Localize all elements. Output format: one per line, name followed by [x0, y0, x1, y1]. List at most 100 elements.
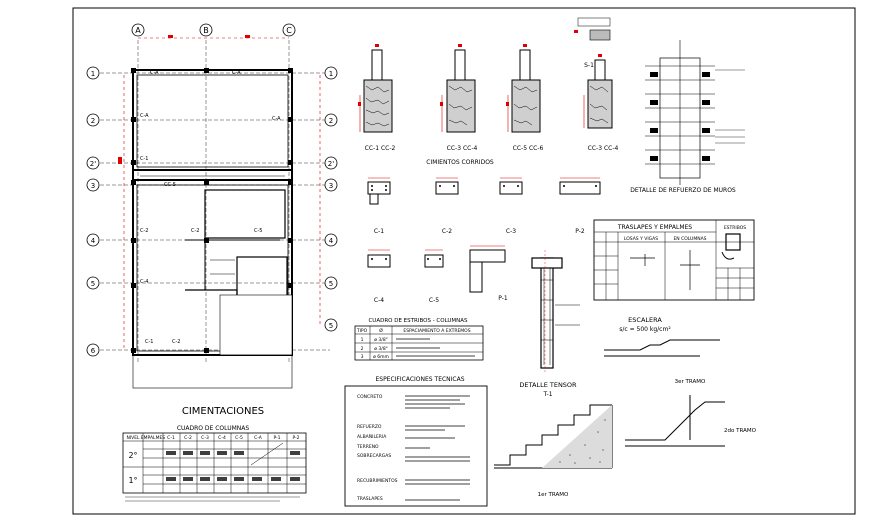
- stirrups-sub: ESTRIBOS: [724, 225, 746, 231]
- specs-title: ESPECIFICACIONES TECNICAS: [375, 376, 464, 383]
- stair-title: ESCALERA: [628, 316, 662, 324]
- col-header: C-4: [218, 435, 226, 441]
- plan-label: C-4: [140, 279, 148, 285]
- tensor-detail: DETALLE TENSOR T-1: [519, 250, 580, 398]
- tensor-sub: T-1: [542, 391, 552, 398]
- footing-label: CC-5 CC-6: [513, 145, 544, 152]
- right-axis-label-5b: 5: [329, 322, 333, 330]
- spec-item: REFUERZO: [357, 424, 382, 430]
- col-header: EMPALMES: [141, 435, 165, 441]
- col-header: C-A: [254, 435, 263, 441]
- right-axis-label-2: 2: [329, 117, 333, 125]
- strip-foundations: CIMIENTOS CORRIDOS C-1 C-2 C: [367, 159, 601, 304]
- laps-sub-slabs: LOSAS Y VIGAS: [624, 236, 658, 242]
- col-header: C-5: [235, 435, 243, 441]
- strip-label: C-2: [442, 228, 452, 235]
- section-label: S-1: [584, 62, 594, 69]
- level-2: 2°: [128, 451, 137, 460]
- stair-tramo1: 1er TRAMO: [538, 492, 569, 498]
- plan-label: C-A: [232, 70, 241, 76]
- plan-member-labels: C-A C-A C-A C-A C-1 CC-5 C-2 C-2 C-5 C-1…: [140, 70, 281, 345]
- spec-item: TRASLAPES: [356, 496, 383, 502]
- strip-label: C-4: [374, 297, 384, 304]
- axis-label-1: 1: [91, 70, 95, 78]
- strip-label: P-2: [575, 228, 585, 235]
- walls-detail-title: DETALLE DE REFUERZO DE MUROS: [630, 187, 736, 194]
- col-header: C-1: [167, 435, 175, 441]
- col-header: P-1: [273, 435, 280, 441]
- laps-sub-columns: EN COLUMNAS: [673, 236, 706, 242]
- plan-label: C-2: [191, 228, 199, 234]
- strip-foundations-title: CIMIENTOS CORRIDOS: [426, 159, 494, 166]
- plan-label: C-1: [145, 339, 153, 345]
- stair-tramo2: 2do TRAMO: [724, 428, 757, 434]
- stirrups-table-title: CUADRO DE ESTRIBOS - COLUMNAS: [368, 318, 468, 324]
- plan-label: C-A: [272, 116, 281, 122]
- stirrups-header: TIPO: [356, 328, 368, 334]
- sheet-border: [72, 7, 856, 515]
- spec-item: RECUBRIMIENTOS: [357, 478, 398, 484]
- axis-label-6: 6: [91, 347, 96, 355]
- axis-label-a: A: [135, 26, 141, 35]
- footing-label: CC-1 CC-2: [365, 145, 396, 152]
- plan-label: C-A: [140, 113, 149, 119]
- col-header: C-3: [201, 435, 209, 441]
- axis-label-3: 3: [91, 182, 95, 190]
- spec-item: TERRENO: [356, 444, 379, 450]
- plan-label: C-A: [150, 70, 159, 76]
- footing-label: CC-3 CC-4: [588, 145, 619, 152]
- stair-details: ESCALERA s/c = 500 kg/cm² 3er TRAMO 1er …: [494, 316, 757, 498]
- axis-bubbles-top: A B C: [131, 23, 296, 37]
- stirrups-cell: ø 3/8": [374, 337, 388, 343]
- stirrups-table: CUADRO DE ESTRIBOS - COLUMNAS TIPO Ø ESP…: [354, 318, 484, 361]
- columns-schedule: CUADRO DE COLUMNAS NIVEL EMPALMES C-1 C-…: [122, 425, 307, 502]
- col-header: C-2: [184, 435, 192, 441]
- axis-bubbles-right: 1 2 2' 3 4 5 5: [324, 66, 338, 332]
- axis-label-b: B: [203, 26, 209, 35]
- axis-label-2: 2: [91, 117, 95, 125]
- laps-title: TRASLAPES Y EMPALMES: [617, 224, 692, 231]
- plan-label: C-1: [140, 156, 148, 162]
- axis-label-c: C: [286, 26, 292, 35]
- stirrups-header: ESPACIAMIENTO A EXTREMOS: [403, 328, 470, 334]
- foundation-plan: [100, 35, 330, 389]
- footing-label: CC-3 CC-4: [447, 145, 478, 152]
- stirrups-header: Ø: [379, 327, 383, 334]
- axis-label-5: 5: [91, 280, 95, 288]
- stirrups-cell: 2: [361, 346, 364, 352]
- plan-label: C-2: [140, 228, 148, 234]
- footing-sections: CC-1 CC-2 CC-3 CC-4 CC-5 CC-6 CC-3 CC-4 …: [358, 17, 619, 152]
- strip-label: C-1: [374, 228, 384, 235]
- spec-item: SOBRECARGAS: [357, 453, 391, 459]
- axis-bubbles-left: 1 2 2' 3 4 5 6: [86, 66, 100, 357]
- stair-tramo3: 3er TRAMO: [675, 379, 706, 385]
- spec-item: ALBAÑILERIA: [357, 433, 387, 440]
- plan-label: C-2: [172, 339, 180, 345]
- level-1: 1°: [128, 476, 137, 485]
- tensor-title: DETALLE TENSOR: [519, 381, 577, 389]
- strip-label: C-5: [429, 297, 439, 304]
- axis-label-4: 4: [91, 237, 96, 245]
- wall-reinforcement-detail: DETALLE DE REFUERZO DE MUROS: [630, 40, 745, 194]
- stirrups-cell: ø 6mm: [373, 354, 389, 360]
- col-header: NIVEL: [126, 435, 140, 441]
- laps-splices-table: TRASLAPES Y EMPALMES LOSAS Y VIGAS EN CO…: [593, 219, 755, 301]
- plan-label: C-5: [254, 228, 262, 234]
- strip-label: C-3: [506, 228, 516, 235]
- stirrups-cell: ø 3/8": [374, 346, 388, 352]
- axis-label-2p: 2': [90, 160, 96, 168]
- right-axis-label-4: 4: [329, 237, 334, 245]
- stirrups-cell: 3: [361, 354, 364, 360]
- stirrups-cell: 1: [361, 337, 364, 343]
- plan-label: CC-5: [164, 182, 176, 188]
- technical-specs: ESPECIFICACIONES TECNICAS CONCRETO REFUE…: [344, 376, 488, 507]
- spec-item: CONCRETO: [357, 394, 383, 400]
- right-axis-label-5: 5: [329, 280, 333, 288]
- right-axis-label-3: 3: [329, 182, 333, 190]
- stair-load: s/c = 500 kg/cm²: [619, 326, 671, 333]
- right-axis-label-1: 1: [329, 70, 333, 78]
- columns-schedule-title: CUADRO DE COLUMNAS: [177, 425, 250, 432]
- strip-label: P-1: [498, 295, 508, 302]
- col-header: P-2: [292, 435, 299, 441]
